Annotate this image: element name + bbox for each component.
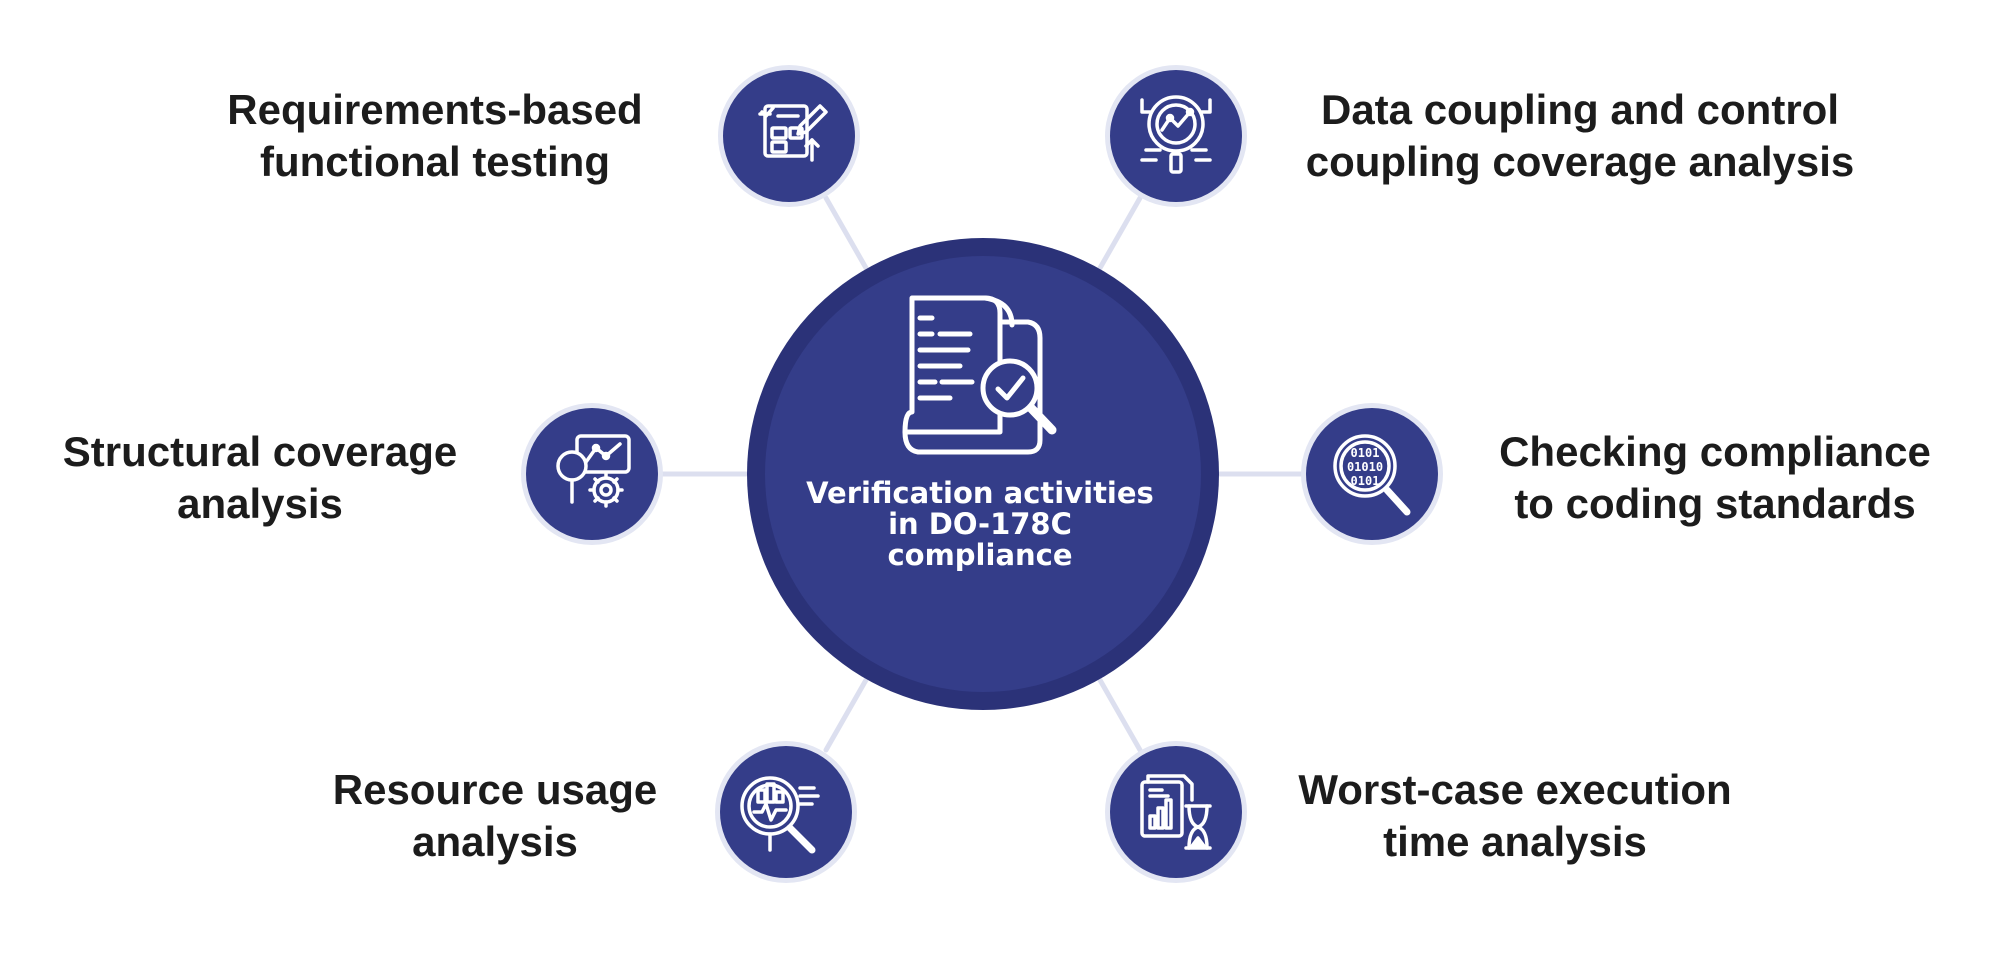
node-circle-wcet	[1110, 746, 1242, 878]
binary-magnifier-icon: 0101 01010 0101	[1333, 434, 1411, 516]
label-data-coupling: Data coupling and control coupling cover…	[1270, 84, 1890, 188]
node-circle-data-coupling	[1110, 70, 1242, 202]
label-resource-line-1: Resource usage	[332, 766, 658, 813]
requirements-checklist-icon	[758, 104, 828, 162]
node-circle-resource	[720, 746, 852, 878]
connector-requirements	[823, 195, 869, 271]
analysis-magnifier-chart-icon	[1140, 95, 1212, 174]
svg-text:0101: 0101	[1351, 474, 1380, 488]
chart-gear-magnifier-icon	[556, 434, 631, 508]
center-title-line-1: Verification activities	[806, 476, 1154, 510]
svg-text:01010: 01010	[1347, 460, 1383, 474]
node-circle-structural	[526, 408, 658, 540]
label-resource-line-2: analysis	[412, 818, 578, 865]
label-coding-standards-line-1: Checking compliance	[1499, 428, 1931, 475]
svg-text:0101: 0101	[1351, 446, 1380, 460]
connectors	[657, 195, 1309, 753]
label-resource: Resource usage analysis	[305, 764, 685, 868]
report-hourglass-icon	[1140, 774, 1212, 850]
label-structural-line-1: Structural coverage	[62, 428, 458, 475]
connector-resource	[823, 677, 869, 753]
label-structural-line-2: analysis	[177, 480, 343, 527]
center-title-line-2: in DO-178C	[888, 507, 1072, 541]
center-title: Verification activities in DO-178C compl…	[780, 478, 1180, 571]
label-requirements-line-2: functional testing	[260, 138, 610, 185]
connector-wcet	[1097, 677, 1143, 753]
resource-monitor-magnifier-icon	[740, 776, 820, 854]
label-wcet-line-2: time analysis	[1383, 818, 1647, 865]
connector-data-coupling	[1097, 195, 1143, 271]
label-coding-standards-line-2: to coding standards	[1514, 480, 1916, 527]
center-hub	[747, 238, 1219, 710]
label-coding-standards: Checking compliance to coding standards	[1480, 426, 1950, 530]
label-requirements: Requirements-based functional testing	[205, 84, 665, 188]
label-wcet-line-1: Worst-case execution	[1298, 766, 1732, 813]
label-structural: Structural coverage analysis	[40, 426, 480, 530]
label-data-coupling-line-1: Data coupling and control	[1320, 86, 1839, 133]
label-wcet: Worst-case execution time analysis	[1275, 764, 1755, 868]
label-data-coupling-line-2: coupling coverage analysis	[1305, 138, 1855, 185]
label-requirements-line-1: Requirements-based	[227, 86, 643, 133]
center-title-line-3: compliance	[887, 538, 1073, 572]
document-magnifier-check-icon	[902, 295, 1057, 455]
